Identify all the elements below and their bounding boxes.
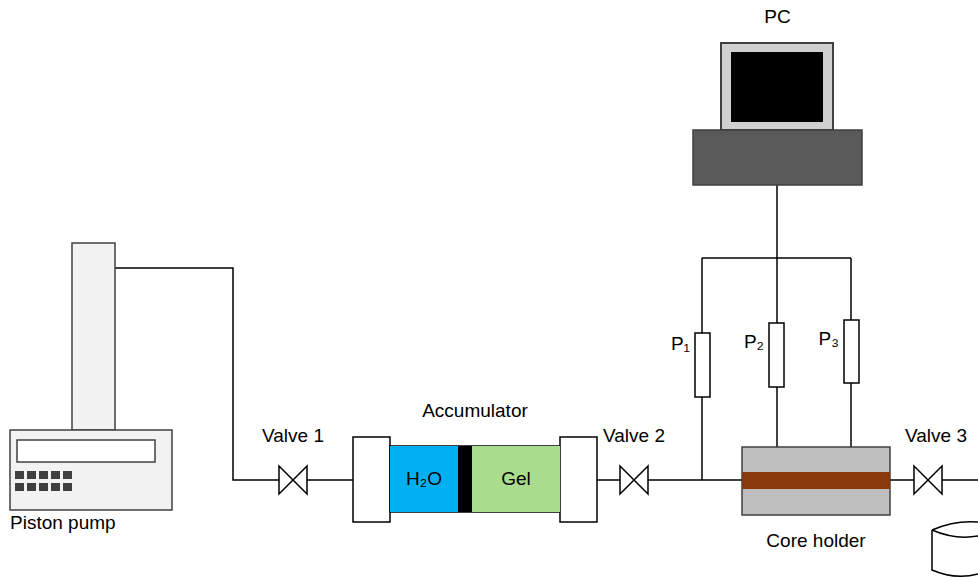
valve-label: Valve 1 bbox=[262, 425, 324, 448]
beaker bbox=[932, 522, 978, 577]
core-holder: Core holder bbox=[742, 447, 890, 557]
node-label: Gel bbox=[501, 468, 531, 491]
node-label: Accumulator bbox=[422, 400, 528, 423]
accumulator: AccumulatorH₂O Gel bbox=[353, 400, 597, 522]
pipe-line bbox=[597, 479, 742, 481]
computer: PC bbox=[693, 6, 862, 185]
pressure-label: P₂ bbox=[744, 331, 764, 354]
node-figure bbox=[10, 243, 172, 539]
node-label: PC bbox=[764, 6, 790, 29]
pipe-line bbox=[776, 185, 778, 447]
pressure-transducer bbox=[844, 320, 859, 383]
water-chamber: H₂O bbox=[390, 446, 458, 512]
node-figure bbox=[693, 6, 862, 185]
piston-pump: Piston pump bbox=[10, 243, 172, 539]
pressure-label: P₃ bbox=[819, 328, 839, 351]
pressure-transducer bbox=[769, 323, 784, 387]
pressure-transducer bbox=[695, 333, 710, 397]
valve-label: Valve 2 bbox=[603, 425, 665, 448]
node-label: Piston pump bbox=[10, 512, 116, 535]
pressure-label: P₁ bbox=[671, 333, 690, 356]
node-label: H₂O bbox=[406, 468, 442, 491]
node-label: Core holder bbox=[766, 530, 865, 553]
valve-label: Valve 3 bbox=[905, 425, 967, 448]
gel-chamber: Gel bbox=[472, 446, 560, 512]
